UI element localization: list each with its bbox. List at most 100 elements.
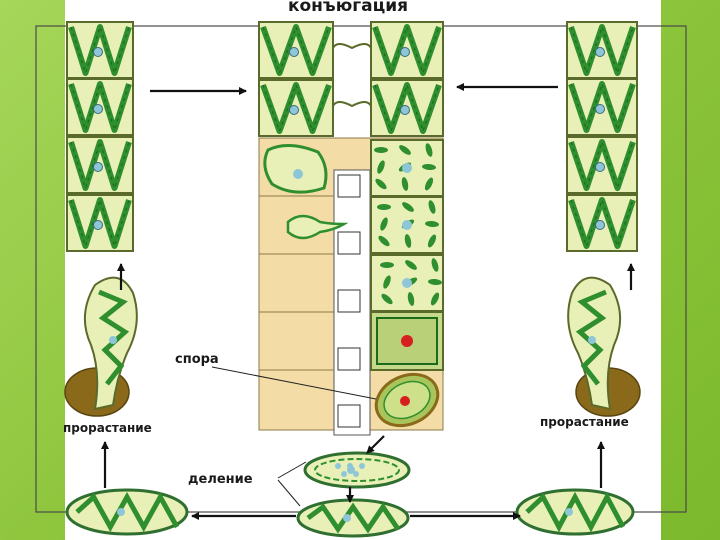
chloroplast-fragment (422, 163, 436, 171)
right-cell (566, 194, 638, 252)
channel-segment (337, 347, 361, 371)
chloroplast-band (570, 25, 634, 75)
nucleus (289, 105, 299, 115)
chloroplast-band (374, 83, 440, 133)
fusing-cell (370, 254, 444, 312)
dividing-cell-bottom (296, 498, 410, 538)
nucleus (343, 514, 351, 522)
right-cell (566, 78, 638, 136)
chloroplast-fragment (378, 235, 390, 247)
chloroplast-band (262, 25, 330, 75)
chloroplast-band (570, 82, 634, 132)
division-pointer-2 (277, 479, 301, 507)
chloroplast (68, 81, 132, 133)
daughter-nucleus (353, 471, 359, 477)
nucleus (109, 336, 117, 344)
nucleus (588, 336, 596, 344)
chloroplast-fragment (428, 200, 436, 214)
fusing-cell (370, 139, 444, 197)
nucleus (595, 47, 605, 57)
conjugation-center (258, 21, 444, 436)
label-spore: спора (175, 352, 219, 367)
conjugation-bridge (332, 101, 372, 108)
division-stage (65, 451, 635, 538)
germling (567, 276, 641, 417)
migrating-protoplast (286, 214, 349, 240)
germinating-spore-left (64, 276, 138, 417)
label-germination-right: прорастание (540, 415, 629, 429)
daughter-nucleus (347, 463, 353, 469)
chloroplast-fragment (375, 178, 387, 190)
right-cell (566, 136, 638, 194)
nucleus (93, 162, 103, 172)
chloroplast (306, 502, 401, 534)
chloroplast-fragment (380, 262, 394, 268)
chloroplast-fragment (381, 293, 393, 305)
left-cell (66, 136, 134, 194)
chloroplast-band (570, 140, 634, 190)
chloroplast-fragment (402, 202, 414, 212)
left-cell (66, 21, 134, 79)
daughter-nucleus (335, 463, 341, 469)
channel-segment (337, 231, 361, 255)
channel-segment (337, 289, 361, 313)
chloroplast (575, 289, 607, 386)
fusing-cell (370, 196, 444, 254)
nucleus (595, 104, 605, 114)
nucleus (595, 162, 605, 172)
nucleus (595, 220, 605, 230)
right-filament (566, 21, 638, 252)
chloroplast (68, 24, 132, 76)
dividing-cell-top (303, 451, 411, 489)
zygote-nucleus (401, 335, 413, 347)
chloroplast (68, 197, 132, 249)
nucleus (289, 47, 299, 57)
chloroplast-fragment (425, 143, 433, 157)
chloroplast (314, 458, 400, 482)
chloroplast-fragment (399, 145, 411, 155)
nucleus (93, 104, 103, 114)
conj-top-left-cell (258, 21, 334, 79)
chloroplast-fragment (424, 177, 434, 191)
nucleus (402, 220, 412, 230)
zygote-cell (370, 311, 444, 371)
pointer-lines (211, 366, 377, 507)
chloroplast-fragment (428, 278, 442, 286)
chloroplast-fragment (404, 234, 412, 248)
right-cell (566, 21, 638, 79)
left-cell (66, 78, 134, 136)
nucleus (400, 47, 410, 57)
chloroplast-fragment (374, 147, 388, 153)
arrow-spore-to-division (366, 435, 385, 454)
division-pointer-1 (277, 461, 307, 479)
nucleus (402, 278, 412, 288)
label-division: деление (188, 472, 253, 487)
nucleus (565, 508, 573, 516)
chloroplast-fragment (430, 292, 440, 306)
chloroplast-band (570, 198, 634, 248)
chloroplast (525, 491, 626, 533)
daughter-cell-left (65, 488, 189, 536)
chloroplast-band (262, 83, 330, 133)
spore-nucleus (400, 396, 410, 406)
contracting-protoplast (263, 144, 328, 194)
label-germination-left: прорастание (63, 421, 152, 435)
chloroplast (75, 491, 180, 533)
spore-pointer (211, 366, 377, 400)
chloroplast-fragment (380, 217, 388, 231)
chloroplast-fragment (431, 258, 439, 272)
chloroplast-fragment (377, 160, 385, 174)
chloroplast-fragment (383, 275, 391, 289)
channel-segment (337, 404, 361, 428)
daughter-nucleus (341, 471, 347, 477)
conjugation-bridge (332, 43, 372, 50)
zygospore (374, 372, 440, 428)
conj-mid-left-cell (258, 79, 334, 137)
daughter-cell-right (515, 488, 635, 536)
chloroplast-band (374, 25, 440, 75)
nucleus (402, 163, 412, 173)
nucleus (93, 47, 103, 57)
chloroplast-fragment (401, 177, 409, 191)
nucleus (400, 105, 410, 115)
